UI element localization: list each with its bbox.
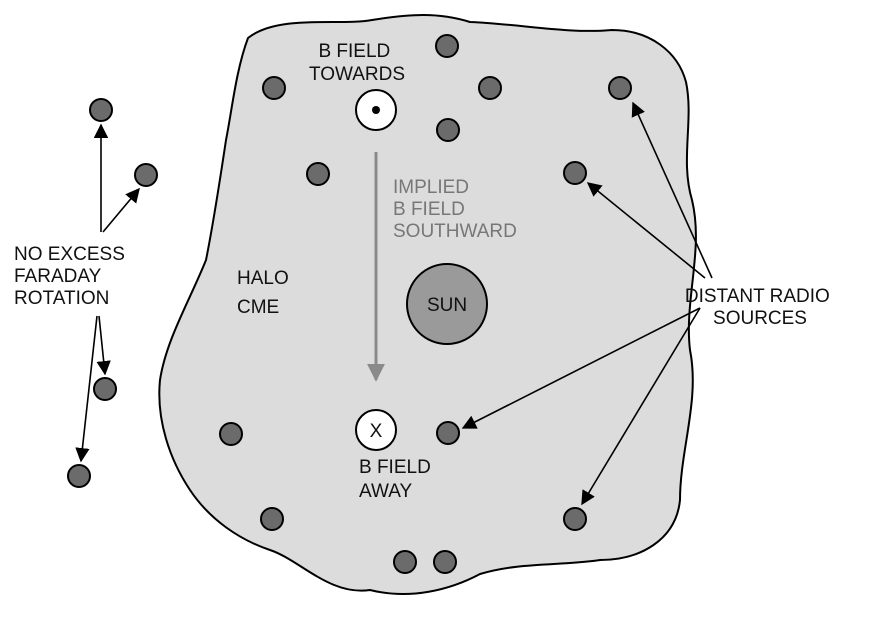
x-in-circle-icon: X [370, 421, 383, 442]
radio-source [563, 507, 587, 531]
radio-source [436, 421, 460, 445]
radio-source [393, 550, 417, 574]
b-field-towards-label: B FIELD TOWARDS [309, 41, 405, 85]
radio-source [93, 377, 117, 401]
radio-source [260, 507, 284, 531]
sun-label: SUN [427, 295, 467, 316]
distant-radio-sources-label: DISTANT RADIO SOURCES [685, 286, 835, 329]
radio-source [478, 76, 502, 100]
faraday-pointers [75, 123, 140, 463]
b-field-towards-symbol [355, 89, 397, 131]
sun: SUN [406, 263, 488, 345]
radio-source [134, 163, 158, 187]
halo-cme-label: HALO CME [237, 268, 294, 318]
radio-source [219, 422, 243, 446]
implied-field-label: IMPLIED B FIELD SOUTHWARD [393, 177, 517, 242]
radio-sources-outside [67, 98, 158, 488]
radio-sources-inside [219, 34, 632, 574]
radio-source [433, 550, 457, 574]
b-field-away-symbol: X [355, 409, 397, 451]
radio-source [608, 76, 632, 100]
radio-source [563, 161, 587, 185]
distant-source-pointers [461, 101, 713, 506]
radio-source [89, 98, 113, 122]
radio-source [436, 118, 460, 142]
radio-source [262, 76, 286, 100]
radio-source [435, 34, 459, 58]
dot-in-circle-icon [372, 106, 380, 114]
radio-source [67, 464, 91, 488]
b-field-away-label: B FIELD AWAY [359, 457, 436, 502]
radio-source [306, 162, 330, 186]
no-excess-faraday-label: NO EXCESS FARADAY ROTATION [14, 244, 130, 309]
